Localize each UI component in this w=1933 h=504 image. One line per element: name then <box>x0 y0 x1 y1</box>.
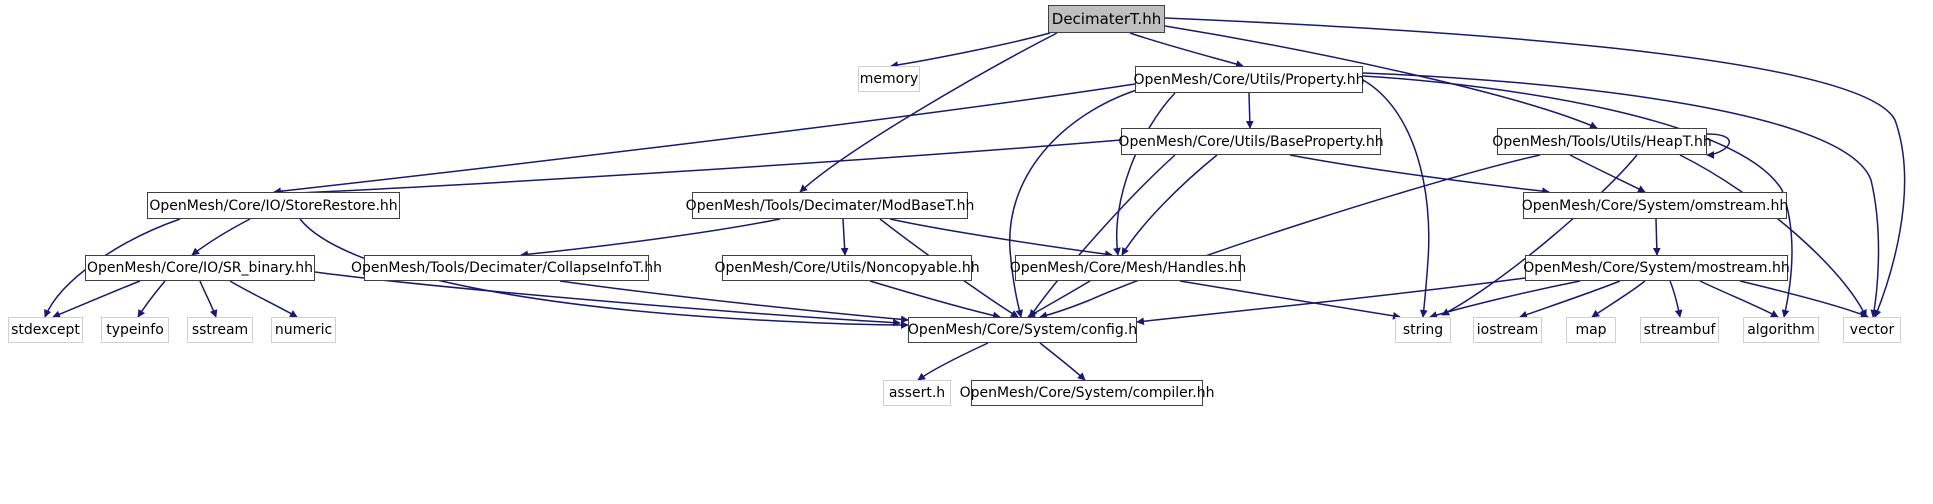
graph-edge <box>1121 154 1218 256</box>
graph-edge <box>1039 154 1541 320</box>
graph-node-collapseinfot[interactable]: OpenMesh/Tools/Decimater/CollapseInfoT.h… <box>351 255 662 281</box>
graph-edge <box>520 218 781 259</box>
graph-edge <box>1591 280 1646 318</box>
graph-node-label: map <box>1575 322 1607 338</box>
graph-edge <box>1699 280 1779 318</box>
graph-edge <box>1569 154 1646 193</box>
graph-edge <box>869 280 1001 320</box>
graph-node-modbaset[interactable]: OpenMesh/Tools/Decimater/ModBaseT.hh <box>686 192 974 219</box>
graph-edge <box>1027 280 1091 318</box>
graph-edge <box>1679 154 1867 318</box>
graph-node-label: OpenMesh/Core/Utils/Noncopyable.hh <box>714 260 980 276</box>
graph-node-property[interactable]: OpenMesh/Core/Utils/Property.hh <box>1133 66 1365 93</box>
graph-node-label: DecimaterT.hh <box>1051 9 1162 28</box>
graph-node-baseproperty[interactable]: OpenMesh/Core/Utils/BaseProperty.hh <box>1118 128 1384 155</box>
graph-edge <box>137 280 166 318</box>
graph-node-omstream[interactable]: OpenMesh/Core/System/omstream.hh <box>1521 192 1789 219</box>
graph-node-label: stdexcept <box>11 322 80 338</box>
graph-node-map[interactable]: map <box>1566 317 1616 343</box>
graph-node-heapt[interactable]: OpenMesh/Tools/Utils/HeapT.hh <box>1492 128 1712 155</box>
graph-edge <box>559 280 909 324</box>
graph-node-label: numeric <box>274 322 333 338</box>
graph-edge <box>1362 79 1430 318</box>
graph-edge <box>1519 280 1621 319</box>
graph-node-label: sstream <box>191 322 249 338</box>
graph-node-memory[interactable]: memory <box>858 66 920 92</box>
graph-edge <box>1669 280 1683 318</box>
graph-node-config[interactable]: OpenMesh/Core/System/config.h <box>908 317 1137 343</box>
graph-node-label: OpenMesh/Core/Utils/Property.hh <box>1133 71 1365 88</box>
graph-edge <box>229 280 298 318</box>
graph-node-vector[interactable]: vector <box>1843 317 1901 343</box>
graph-edge <box>1289 154 1550 196</box>
graph-node-label: streambuf <box>1643 322 1716 338</box>
graph-edge <box>1652 218 1661 256</box>
graph-node-label: algorithm <box>1747 322 1815 338</box>
graph-node-compiler[interactable]: OpenMesh/Core/System/compiler.hh <box>960 380 1214 406</box>
graph-edge <box>273 83 1136 196</box>
graph-edge <box>1441 154 1638 316</box>
graph-edge <box>52 280 141 318</box>
graph-node-label: OpenMesh/Tools/Decimater/ModBaseT.hh <box>685 197 975 214</box>
graph-node-label: OpenMesh/Core/System/mostream.hh <box>1523 260 1790 276</box>
graph-node-numeric[interactable]: numeric <box>271 317 336 343</box>
graph-edge <box>275 139 1122 198</box>
graph-node-label: OpenMesh/Core/IO/StoreRestore.hh <box>149 197 398 214</box>
graph-edge <box>1029 154 1176 318</box>
graph-edge <box>889 218 1113 258</box>
graph-node-sr_binary[interactable]: OpenMesh/Core/IO/SR_binary.hh <box>85 255 315 281</box>
graph-node-streambuf[interactable]: streambuf <box>1640 317 1719 343</box>
graph-node-label: OpenMesh/Core/Mesh/Handles.hh <box>1009 260 1247 276</box>
graph-node-iostream[interactable]: iostream <box>1473 317 1542 343</box>
graph-node-root[interactable]: DecimaterT.hh <box>1048 5 1165 33</box>
graph-edge <box>1245 92 1254 129</box>
graph-node-handles[interactable]: OpenMesh/Core/Mesh/Handles.hh <box>1010 255 1246 281</box>
graph-node-label: assert.h <box>888 385 946 401</box>
graph-node-label: OpenMesh/Tools/Decimater/CollapseInfoT.h… <box>350 260 663 276</box>
graph-edge <box>1113 92 1176 256</box>
graph-node-label: typeinfo <box>106 322 164 338</box>
graph-edge <box>890 32 1051 69</box>
graph-edge <box>1039 342 1086 381</box>
graph-node-label: string <box>1402 322 1444 338</box>
graph-node-algorithm[interactable]: algorithm <box>1743 317 1819 343</box>
graph-edge <box>840 218 849 256</box>
graph-node-label: vector <box>1849 322 1895 338</box>
graph-node-label: OpenMesh/Core/Utils/BaseProperty.hh <box>1118 133 1384 150</box>
graph-edge <box>199 280 218 318</box>
graph-edge <box>1129 32 1244 68</box>
graph-edge <box>1739 280 1869 318</box>
graph-edge <box>799 32 1058 193</box>
graph-node-storerestore[interactable]: OpenMesh/Core/IO/StoreRestore.hh <box>147 192 400 219</box>
graph-edge <box>917 342 989 381</box>
graph-edge <box>191 218 251 256</box>
graph-node-label: OpenMesh/Tools/Utils/HeapT.hh <box>1492 133 1712 150</box>
graph-node-label: OpenMesh/Core/IO/SR_binary.hh <box>86 260 314 276</box>
graph-node-label: OpenMesh/Core/System/compiler.hh <box>959 385 1215 401</box>
graph-node-label: OpenMesh/Core/System/omstream.hh <box>1521 197 1789 214</box>
graph-node-label: iostream <box>1476 322 1539 338</box>
graph-node-label: memory <box>859 71 919 87</box>
graph-edge <box>1429 280 1581 319</box>
graph-node-sstream[interactable]: sstream <box>187 317 253 343</box>
graph-node-stdexcept[interactable]: stdexcept <box>8 317 83 343</box>
graph-node-mostream[interactable]: OpenMesh/Core/System/mostream.hh <box>1523 255 1790 281</box>
graph-edge <box>1179 280 1401 320</box>
graph-node-noncopyable[interactable]: OpenMesh/Core/Utils/Noncopyable.hh <box>714 255 980 281</box>
graph-node-typeinfo[interactable]: typeinfo <box>101 317 169 343</box>
graph-edge <box>1136 277 1526 326</box>
graph-node-string[interactable]: string <box>1395 317 1451 343</box>
graph-node-assert[interactable]: assert.h <box>883 380 951 406</box>
graph-node-label: OpenMesh/Core/System/config.h <box>907 322 1138 338</box>
graph-edge <box>1009 87 1144 318</box>
